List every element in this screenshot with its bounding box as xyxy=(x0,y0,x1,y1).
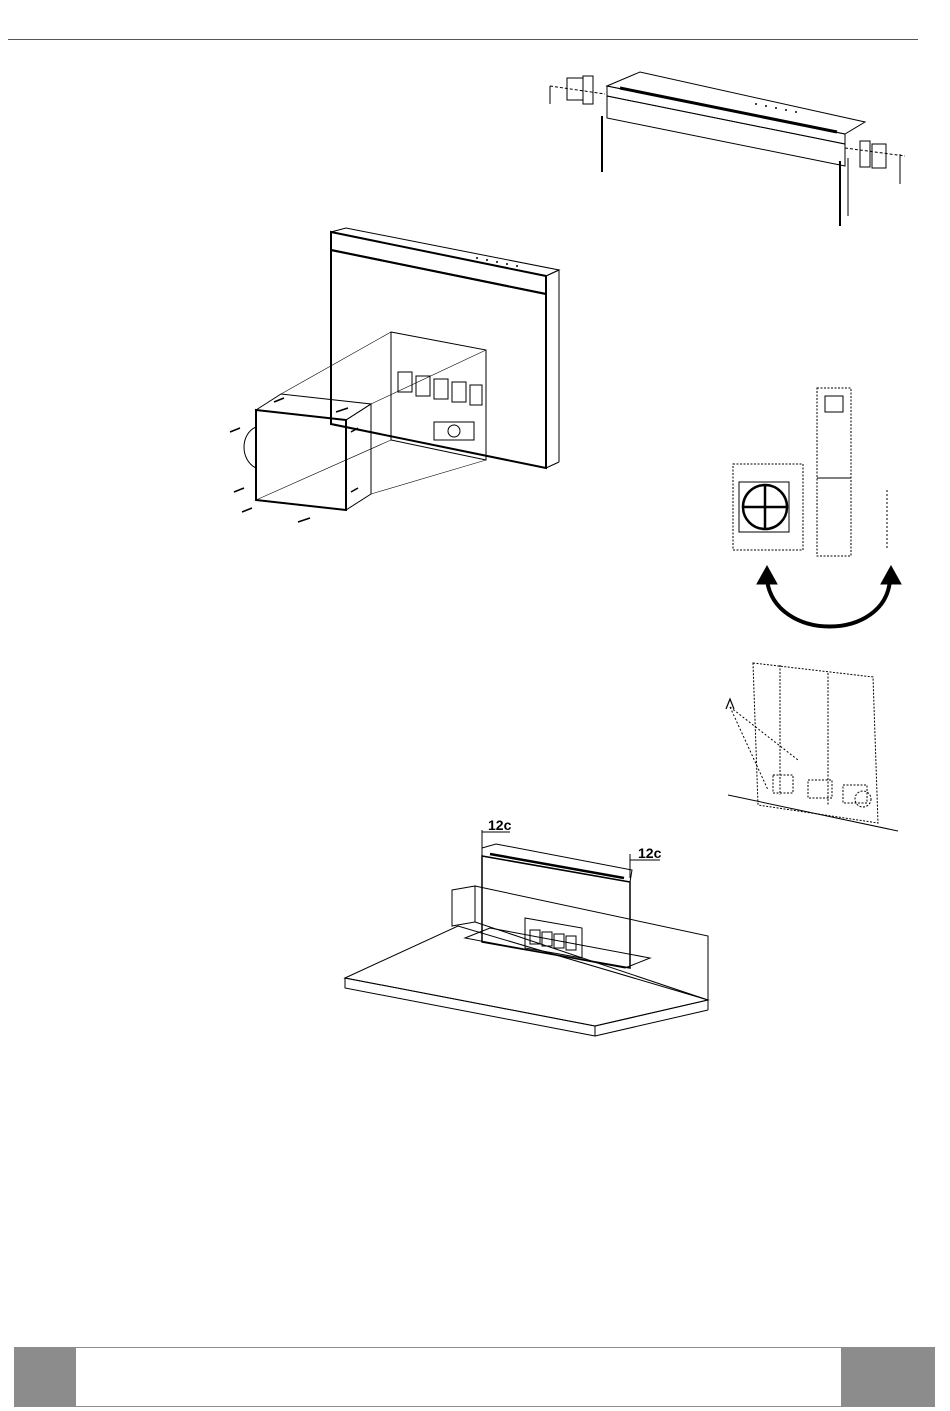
dimension-left-label: 12c xyxy=(488,817,512,833)
footer-left-tab xyxy=(14,1347,76,1407)
unit-in-countertop-figure: 12c 12c xyxy=(340,818,720,1043)
motor-detail-callout-figure xyxy=(718,655,918,835)
header-rule xyxy=(8,39,918,40)
dimension-right-label: 12c xyxy=(638,845,662,861)
unit-with-motor-box-figure xyxy=(226,222,566,532)
footer-frame xyxy=(76,1347,841,1407)
hood-top-brackets-figure xyxy=(545,66,910,231)
motor-rotation-panels-figure xyxy=(725,382,905,637)
footer-right-tab xyxy=(841,1347,935,1407)
